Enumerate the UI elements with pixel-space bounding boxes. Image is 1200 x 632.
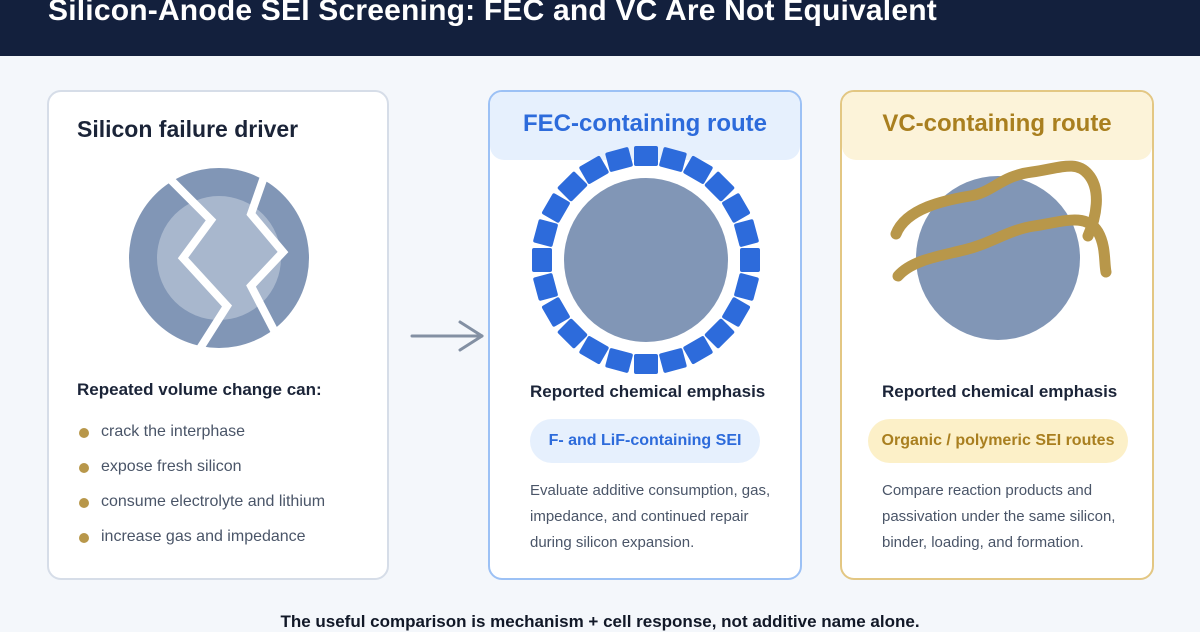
- bullet-dot-icon: [79, 533, 89, 543]
- sei-segment: [579, 336, 609, 364]
- sei-segment: [659, 348, 687, 373]
- sei-segment: [634, 354, 658, 374]
- sei-segment: [659, 147, 687, 172]
- sei-segment: [704, 171, 735, 202]
- title-bar: Silicon-Anode SEI Screening: FEC and VC …: [0, 0, 1200, 56]
- sei-shell-segments: [532, 146, 760, 374]
- list-item: increase gas and impedance: [77, 525, 325, 560]
- page-title: Silicon-Anode SEI Screening: FEC and VC …: [48, 0, 937, 27]
- sei-segment: [722, 193, 750, 223]
- particle-core: [916, 176, 1080, 340]
- polymer-strand: [890, 160, 1102, 242]
- sei-segment: [704, 318, 735, 349]
- card-title: Silicon failure driver: [77, 116, 299, 142]
- sei-segment: [557, 318, 588, 349]
- sei-segment: [734, 219, 759, 247]
- emphasis-label: Reported chemical emphasis: [882, 382, 1118, 401]
- list-item-text: consume electrolyte and lithium: [101, 493, 326, 510]
- sei-segment: [579, 156, 609, 184]
- bullet-dot-icon: [79, 463, 89, 473]
- route-header: VC-containing route: [842, 92, 1152, 160]
- route-description: Evaluate additive consumption, gas, impe…: [530, 482, 771, 551]
- route-description: Compare reaction products and passivatio…: [882, 482, 1116, 551]
- failure-list: crack the interphase expose fresh silico…: [77, 420, 325, 560]
- particle-core: [564, 178, 728, 342]
- sei-segment: [542, 297, 570, 327]
- sei-segment: [542, 193, 570, 223]
- polymer-strand: [892, 214, 1112, 282]
- bullet-dot-icon: [79, 428, 89, 438]
- sei-segment: [533, 273, 558, 301]
- list-item: consume electrolyte and lithium: [77, 490, 325, 525]
- card-subhead: Repeated volume change can:: [77, 380, 322, 399]
- sei-segment: [533, 219, 558, 247]
- polymer-strand-particle-icon: [890, 160, 1112, 340]
- emphasis-label: Reported chemical emphasis: [530, 382, 766, 401]
- sei-segment: [683, 336, 713, 364]
- sei-type-badge: Organic / polymeric SEI routes: [868, 419, 1128, 463]
- sei-type-badge: F- and LiF-containing SEI: [530, 419, 760, 463]
- footer-note: The useful comparison is mechanism + cel…: [280, 612, 920, 631]
- fec-route-card: FEC-containing route Reported chemical e…: [488, 90, 802, 580]
- sei-segment: [734, 273, 759, 301]
- list-item-text: expose fresh silicon: [101, 458, 242, 475]
- sei-segment: [683, 156, 713, 184]
- route-title: FEC-containing route: [523, 110, 767, 137]
- vc-route-card: VC-containing route Reported chemical em…: [840, 90, 1154, 580]
- route-title: VC-containing route: [882, 110, 1112, 137]
- sei-segment: [532, 248, 552, 272]
- cracked-particle-icon: [129, 168, 309, 350]
- list-item-text: crack the interphase: [101, 423, 246, 440]
- sei-segment: [605, 147, 633, 172]
- sei-segment: [722, 297, 750, 327]
- silicon-failure-card: Silicon failure driver Repeated volume c…: [47, 90, 389, 580]
- bullet-dot-icon: [79, 498, 89, 508]
- arrow-right-icon: [410, 320, 484, 352]
- sei-segment: [605, 348, 633, 373]
- list-item-text: increase gas and impedance: [101, 528, 306, 545]
- segmented-shell-particle-icon: [532, 146, 760, 374]
- sei-segment: [740, 248, 760, 272]
- sei-segment: [634, 146, 658, 166]
- sei-segment: [557, 171, 588, 202]
- list-item: expose fresh silicon: [77, 455, 325, 490]
- list-item: crack the interphase: [77, 420, 325, 455]
